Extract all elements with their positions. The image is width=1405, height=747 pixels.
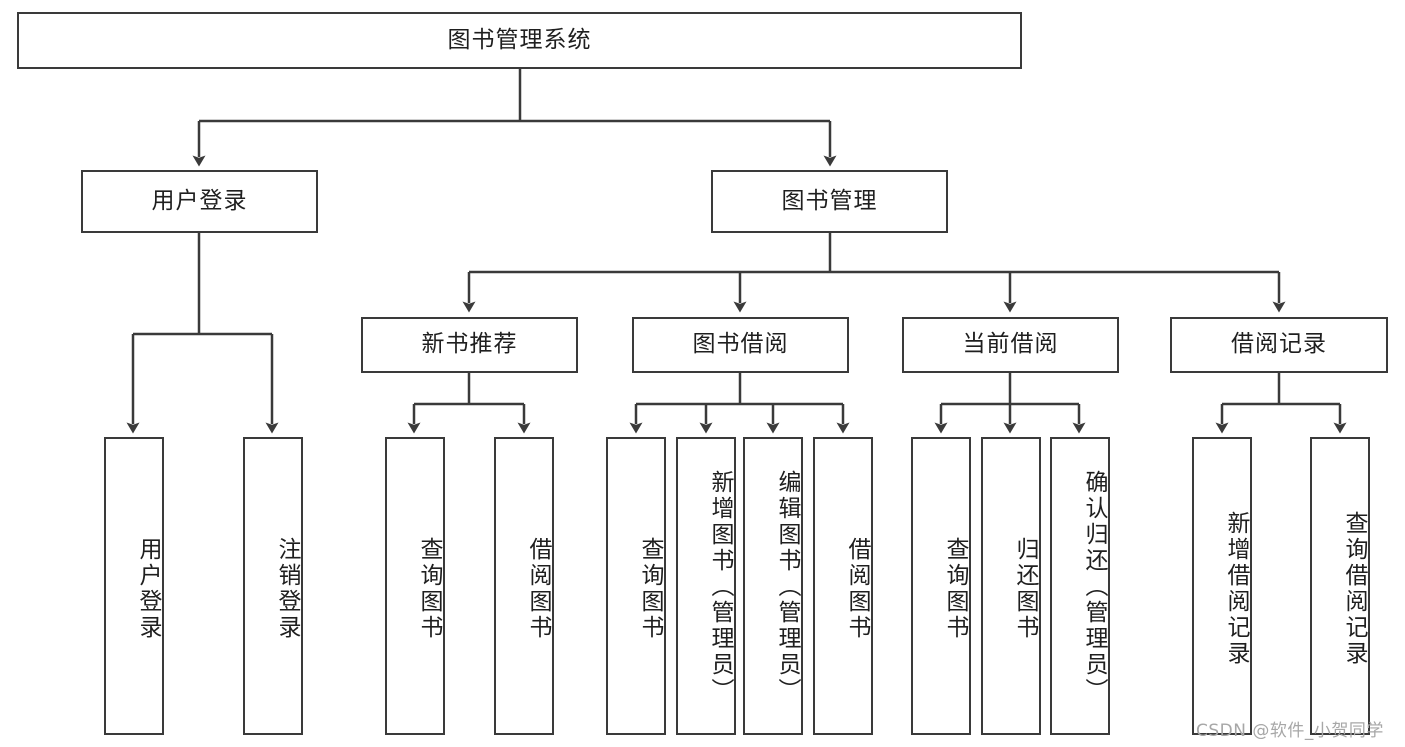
leaf-current-borrow-return[interactable]: 归还图书	[981, 437, 1041, 735]
node-root[interactable]: 图书管理系统	[17, 12, 1022, 69]
leaf-label: 查询借阅记录	[1341, 511, 1367, 667]
node-new-book-recommend-label: 新书推荐	[421, 331, 518, 358]
leaf-user-login-logout[interactable]: 注销登录	[243, 437, 303, 735]
leaf-label: 新增图书（管理员）	[707, 470, 733, 704]
leaf-label: 借阅图书	[525, 537, 551, 641]
watermark: CSDN @软件_小贺同学	[1196, 721, 1384, 741]
leaf-current-borrow-query[interactable]: 查询图书	[911, 437, 971, 735]
leaf-label: 查询图书	[416, 537, 442, 641]
leaf-user-login-login[interactable]: 用户登录	[104, 437, 164, 735]
leaf-book-borrow-edit[interactable]: 编辑图书（管理员）	[743, 437, 803, 735]
leaf-label: 确认归还（管理员）	[1081, 470, 1107, 704]
leaf-current-borrow-confirm-return[interactable]: 确认归还（管理员）	[1050, 437, 1110, 735]
leaf-book-borrow-borrow[interactable]: 借阅图书	[813, 437, 873, 735]
leaf-book-borrow-add[interactable]: 新增图书（管理员）	[676, 437, 736, 735]
node-new-book-recommend[interactable]: 新书推荐	[361, 317, 578, 373]
node-book-management-label: 图书管理	[781, 187, 878, 214]
node-book-borrow[interactable]: 图书借阅	[632, 317, 849, 373]
node-book-management[interactable]: 图书管理	[711, 170, 948, 233]
node-borrow-record[interactable]: 借阅记录	[1170, 317, 1388, 373]
leaf-book-borrow-query[interactable]: 查询图书	[606, 437, 666, 735]
leaf-new-book-borrow[interactable]: 借阅图书	[494, 437, 554, 735]
leaf-label: 注销登录	[274, 537, 300, 641]
leaf-label: 借阅图书	[844, 537, 870, 641]
node-borrow-record-label: 借阅记录	[1231, 331, 1327, 358]
leaf-borrow-record-query[interactable]: 查询借阅记录	[1310, 437, 1370, 735]
leaf-label: 编辑图书（管理员）	[774, 470, 800, 704]
leaf-label: 新增借阅记录	[1223, 511, 1249, 667]
leaf-label: 查询图书	[942, 537, 968, 641]
leaf-borrow-record-add[interactable]: 新增借阅记录	[1192, 437, 1252, 735]
leaf-label: 查询图书	[637, 537, 663, 641]
leaf-new-book-query[interactable]: 查询图书	[385, 437, 445, 735]
node-current-borrow[interactable]: 当前借阅	[902, 317, 1119, 373]
node-root-label: 图书管理系统	[447, 26, 592, 53]
node-user-login[interactable]: 用户登录	[81, 170, 318, 233]
node-user-login-label: 用户登录	[151, 187, 248, 214]
leaf-label: 归还图书	[1012, 537, 1038, 641]
leaf-label: 用户登录	[135, 537, 161, 641]
node-book-borrow-label: 图书借阅	[692, 331, 789, 358]
node-current-borrow-label: 当前借阅	[962, 331, 1059, 358]
